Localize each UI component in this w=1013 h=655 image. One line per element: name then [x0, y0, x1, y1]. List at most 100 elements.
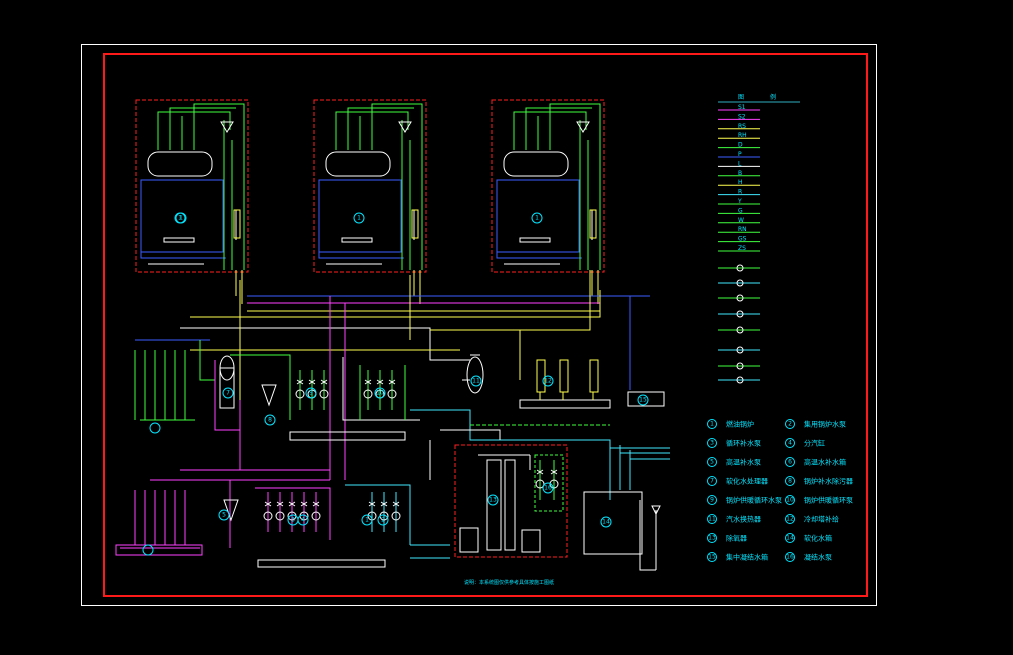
marker-circle [305, 387, 317, 399]
boiler-stack [220, 121, 234, 133]
boiler-number-marker: 1 [353, 212, 365, 224]
pump [275, 511, 285, 521]
marker-circle [297, 514, 309, 526]
equipment-list-name: 高温补水泵 [726, 458, 761, 467]
equipment-list-name: 循环补水泵 [726, 439, 761, 448]
pump-clusters [263, 370, 559, 532]
equipment-list-name: 锅炉供暖循环水泵 [726, 496, 782, 505]
drawing-note: 说明：本系统图仅供参考具体按施工图纸 [464, 579, 554, 586]
equipment-list-number: 3 [710, 440, 714, 447]
marker-number: 14 [602, 519, 610, 526]
boiler-number: 1 [179, 215, 183, 222]
legend-symbol [736, 264, 744, 272]
boiler-3: 1 [491, 99, 605, 304]
valve [312, 501, 320, 507]
legend-code: ZS [738, 245, 746, 252]
boiler-2: 1 [313, 99, 427, 304]
equipment-list-number: 6 [788, 459, 792, 466]
boiler-outlet [413, 270, 421, 304]
legend-code: L [738, 160, 742, 167]
equipment-list-number: 1 [710, 421, 714, 428]
equipment-list-number: 7 [710, 478, 714, 485]
legend-symbol [736, 326, 744, 334]
pump-cluster [367, 492, 401, 532]
valve [380, 501, 388, 507]
legend-row: S2 [718, 113, 760, 120]
marker-number: 12 [544, 378, 552, 385]
marker-number: 16 [544, 485, 552, 492]
equipment-list-circle [707, 495, 717, 505]
legend-row: RS [718, 123, 760, 130]
legend-code: R [738, 189, 742, 196]
legend-code: Y [737, 198, 742, 205]
legend-code: H [738, 179, 743, 186]
boiler-burner [341, 237, 373, 243]
legend-code: S1 [738, 104, 746, 111]
valve [288, 501, 296, 507]
legend-header-b: 例 [770, 93, 776, 101]
equipment-list-number: 16 [786, 554, 794, 561]
marker-circle [377, 514, 389, 526]
equipment-list-name: 除氧器 [726, 534, 747, 543]
equipment-list-name: 汽水换热器 [726, 515, 761, 524]
valve [392, 501, 400, 507]
pump [295, 389, 305, 399]
equipment-marker: 1 [361, 514, 373, 526]
pump [535, 479, 545, 489]
valve [264, 501, 272, 507]
marker-number: 8 [268, 417, 272, 424]
valve [296, 379, 304, 385]
equipment-marker: 11 [470, 375, 482, 387]
equipment-list-circle [785, 533, 795, 543]
boiler-drum [325, 151, 391, 177]
boiler-fittings [148, 210, 237, 265]
boiler-downcomers [223, 120, 233, 270]
equipment-list-name: 锅炉补水除污器 [804, 477, 853, 486]
marker-circle [218, 509, 230, 521]
marker-number: 7 [226, 390, 230, 397]
boiler-dashed-box [135, 99, 249, 273]
marker-number: 2 [381, 517, 385, 524]
equipment-list-item: 1 燃油锅炉 [707, 419, 754, 429]
marker-number: 15 [639, 397, 647, 404]
marker-circle [542, 482, 554, 494]
drawing-border [103, 53, 868, 597]
marker-number: 10 [376, 390, 384, 397]
equipment-list-number: 15 [708, 554, 716, 561]
boiler-outlet [591, 270, 599, 304]
boiler-drum [503, 151, 569, 177]
pump [391, 511, 401, 521]
legend-code: W [738, 217, 744, 224]
boiler-risers [513, 103, 601, 270]
pump-cluster [363, 370, 397, 410]
equipment-list-item: 15 集中凝结水箱 [707, 552, 768, 562]
valve [388, 379, 396, 385]
legend-row: ZS [718, 245, 760, 252]
legend-code: B [738, 170, 742, 177]
boiler-risers [335, 103, 423, 270]
equipment-list-name: 锅炉供暖循环泵 [804, 496, 853, 505]
equipment-list-name: 燃油锅炉 [726, 420, 754, 429]
legend-row: D [718, 142, 760, 149]
main-piping [120, 270, 670, 571]
pump-cluster [535, 460, 559, 500]
equipment-list-name: 集中凝结水箱 [726, 553, 768, 562]
equipment-list-circle [707, 552, 717, 562]
legend-code: RH [738, 132, 747, 139]
marker-circle [264, 414, 276, 426]
equipment-marker: 4 [297, 514, 309, 526]
legend-code: S2 [738, 113, 746, 120]
equipment-list-name: 冷却塔补给 [804, 515, 839, 524]
equipment-list-circle [707, 438, 717, 448]
boiler-group: 1 1 1 [135, 99, 605, 304]
equipment-list-circle [707, 457, 717, 467]
legend-code: RS [738, 123, 746, 130]
equipment-list-circle [707, 419, 717, 429]
boiler-outlet [235, 270, 243, 304]
equipment-list-circle [785, 438, 795, 448]
